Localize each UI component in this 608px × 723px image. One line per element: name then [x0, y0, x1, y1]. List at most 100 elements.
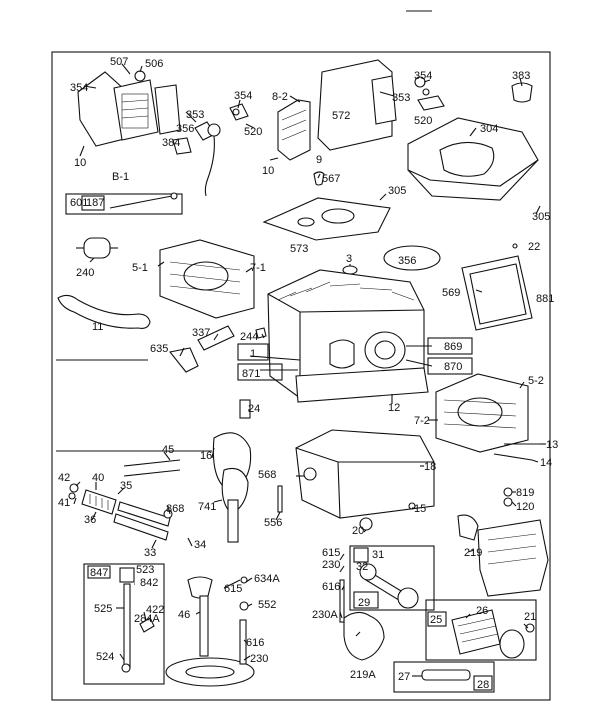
- callout-box-871: [237, 363, 283, 381]
- label-32: 32: [356, 561, 368, 573]
- ring-and-cup: [342, 245, 441, 275]
- label-573: 573: [290, 243, 308, 255]
- label-507: 507: [110, 56, 128, 68]
- shield-and-clamps: [414, 76, 533, 111]
- crankshaft: [212, 399, 252, 543]
- label-9: 9: [316, 154, 322, 166]
- label-15: 15: [414, 503, 426, 515]
- diagram-frame: [51, 51, 551, 701]
- label-120: 120: [516, 501, 534, 513]
- label-14: 14: [540, 457, 552, 469]
- label-B-1: B-1: [112, 171, 129, 183]
- cylinder-head-left: [159, 239, 255, 319]
- part-labels: 507 506 354 10 B-1 353 354 356 384 520 8…: [58, 56, 558, 691]
- label-868: 868: [166, 503, 184, 515]
- label-8-2: 8-2: [272, 91, 288, 103]
- carburetor-nozzle: [169, 325, 267, 373]
- label-7-2: 7-2: [414, 415, 430, 427]
- label-230A: 230A: [312, 609, 338, 621]
- label-219-a: 219: [464, 547, 482, 559]
- label-525: 525: [94, 603, 112, 615]
- label-356-b: 356: [398, 255, 416, 267]
- label-1: 1: [250, 348, 256, 360]
- engine-block: [267, 269, 429, 403]
- valves-and-tappets: [68, 459, 181, 541]
- label-33: 33: [144, 547, 156, 559]
- starter-motor: [457, 514, 549, 597]
- label-842: 842: [140, 577, 158, 589]
- label-523: 523: [136, 564, 154, 576]
- label-11: 11: [92, 321, 103, 333]
- label-3: 3: [346, 253, 352, 265]
- fuel-filter: [76, 237, 118, 259]
- label-520-b: 520: [414, 115, 432, 127]
- label-615-b: 615: [322, 547, 340, 559]
- oil-pump-box: [83, 563, 165, 685]
- connecting-rod-box: [349, 545, 435, 611]
- label-240: 240: [76, 267, 94, 279]
- label-871: 871: [242, 368, 260, 380]
- label-552: 552: [258, 599, 276, 611]
- label-556: 556: [264, 517, 282, 529]
- label-741: 741: [198, 501, 216, 513]
- cylinder-shroud: [407, 117, 539, 201]
- label-616-b: 616: [322, 581, 340, 593]
- label-869: 869: [444, 341, 462, 353]
- callout-box-869: [427, 337, 473, 355]
- label-21: 21: [524, 611, 536, 623]
- label-24: 24: [248, 403, 260, 415]
- label-41: 41: [58, 497, 70, 509]
- intake-gasket-plate: [262, 171, 391, 241]
- label-46: 46: [178, 609, 190, 621]
- piston-box: [425, 599, 537, 661]
- label-28: 28: [477, 679, 489, 691]
- label-383: 383: [512, 70, 530, 82]
- label-31: 31: [372, 549, 384, 561]
- label-25: 25: [430, 614, 442, 626]
- head-right: [435, 373, 529, 453]
- breather-cover-group: [77, 70, 181, 147]
- bolts-right: [493, 443, 540, 507]
- label-635: 635: [150, 343, 168, 355]
- separator-rule: [56, 359, 212, 452]
- label-524: 524: [96, 651, 114, 663]
- label-40: 40: [92, 472, 104, 484]
- label-35: 35: [120, 480, 132, 492]
- label-16: 16: [200, 450, 212, 462]
- label-353-b: 353: [392, 92, 410, 104]
- label-305-a: 305: [388, 185, 406, 197]
- label-10-b: 10: [262, 165, 274, 177]
- label-819: 819: [516, 487, 534, 499]
- pin-box: [393, 661, 495, 693]
- label-26: 26: [476, 605, 488, 617]
- label-18: 18: [424, 461, 436, 473]
- label-615-a: 615: [224, 583, 242, 595]
- label-244: 244: [240, 331, 258, 343]
- label-422: 422: [146, 604, 164, 616]
- label-13: 13: [546, 439, 558, 451]
- label-567: 567: [322, 173, 340, 185]
- air-cleaner-filter: [461, 243, 533, 331]
- breather-tube: [57, 294, 151, 329]
- label-7-1: 7-1: [250, 262, 266, 274]
- fuel-line-box: [65, 192, 183, 215]
- label-187: 187: [86, 197, 104, 209]
- camshaft-assembly: [165, 576, 255, 687]
- label-5-1: 5-1: [132, 262, 148, 274]
- label-568: 568: [258, 469, 276, 481]
- label-27: 27: [398, 671, 410, 683]
- label-284A: 284A: [134, 613, 160, 625]
- label-634A: 634A: [254, 573, 280, 585]
- label-36: 36: [84, 514, 96, 526]
- air-cleaner-base: [269, 59, 397, 161]
- label-384: 384: [162, 137, 180, 149]
- label-20: 20: [352, 525, 364, 537]
- label-569: 569: [442, 287, 460, 299]
- label-353-a: 353: [186, 109, 204, 121]
- label-354-a: 354: [70, 82, 88, 94]
- label-616-a: 616: [246, 637, 264, 649]
- label-34: 34: [194, 539, 206, 551]
- label-22: 22: [528, 241, 540, 253]
- sensor-bracket: [339, 579, 385, 661]
